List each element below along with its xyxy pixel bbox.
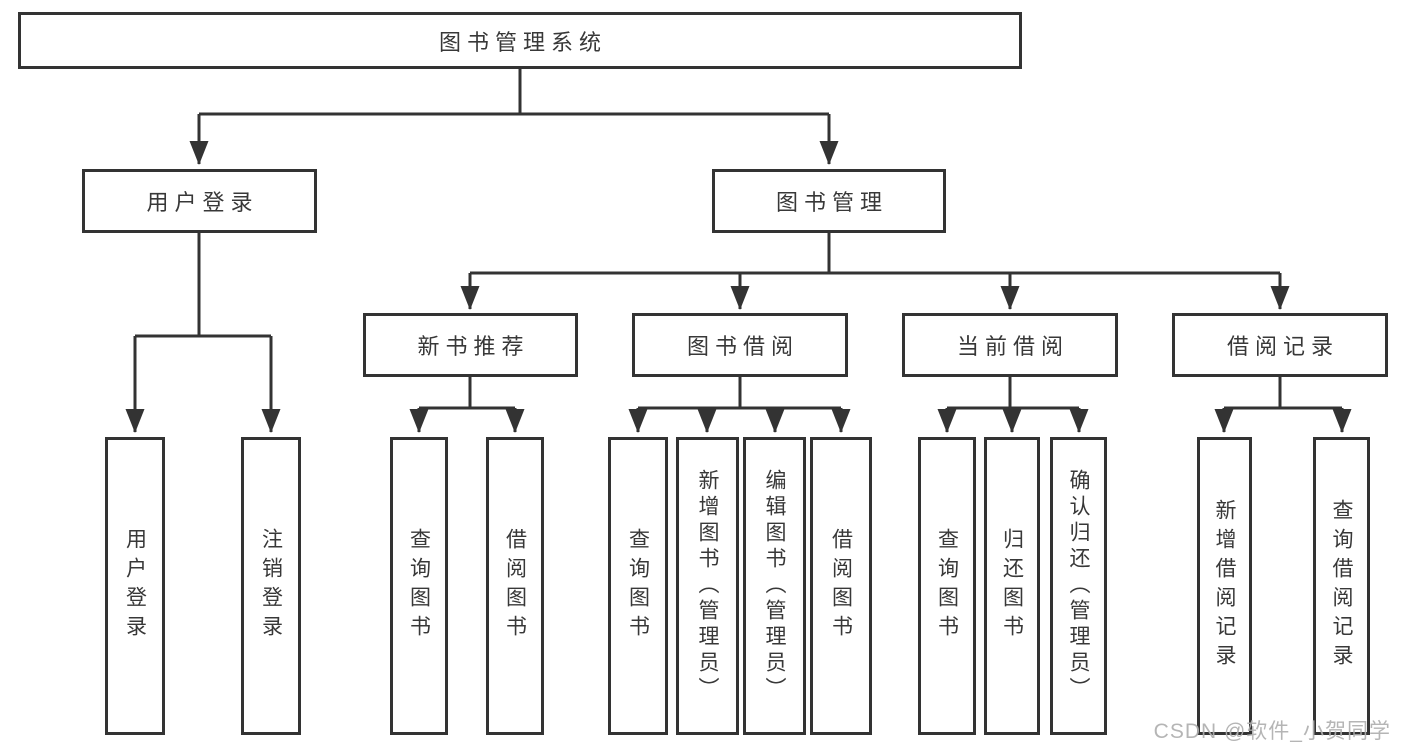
- leaf-borrow-books-recommend: 借阅图书: [486, 437, 544, 735]
- connector-book-borrow-children: [628, 377, 851, 433]
- connector-current-borrow-children: [937, 377, 1089, 433]
- leaf-add-borrow-record: 新增借阅记录: [1197, 437, 1252, 735]
- node-borrowing-records: 借阅记录: [1172, 313, 1388, 377]
- node-book-management: 图书管理: [712, 169, 946, 233]
- leaf-return-books: 归还图书: [984, 437, 1040, 735]
- node-book-borrowing: 图书借阅: [632, 313, 848, 377]
- connector-new-book-children: [409, 377, 525, 433]
- leaf-query-books-current: 查询图书: [918, 437, 976, 735]
- leaf-borrow-books-borrowing: 借阅图书: [810, 437, 872, 735]
- connector-book-management-children: [460, 233, 1290, 310]
- leaf-query-borrow-record: 查询借阅记录: [1313, 437, 1370, 735]
- node-library-management-system: 图书管理系统: [18, 12, 1022, 69]
- connector-root-to-level2: [189, 69, 839, 165]
- leaf-confirm-return-admin: 确认归还（管理员）: [1050, 437, 1107, 735]
- leaf-logout-login: 注销登录: [241, 437, 301, 735]
- node-user-login: 用户登录: [82, 169, 317, 233]
- leaf-add-books-admin: 新增图书（管理员）: [676, 437, 739, 735]
- connector-borrow-record-children: [1214, 377, 1352, 433]
- connector-user-login-children: [125, 233, 281, 433]
- node-current-borrowing: 当前借阅: [902, 313, 1118, 377]
- leaf-query-books-recommend: 查询图书: [390, 437, 448, 735]
- leaf-query-books-borrowing: 查询图书: [608, 437, 668, 735]
- leaf-user-login: 用户登录: [105, 437, 165, 735]
- watermark: CSDN @软件_小贺同学: [1153, 720, 1391, 743]
- node-new-book-recommend: 新书推荐: [363, 313, 578, 377]
- leaf-edit-books-admin: 编辑图书（管理员）: [743, 437, 806, 735]
